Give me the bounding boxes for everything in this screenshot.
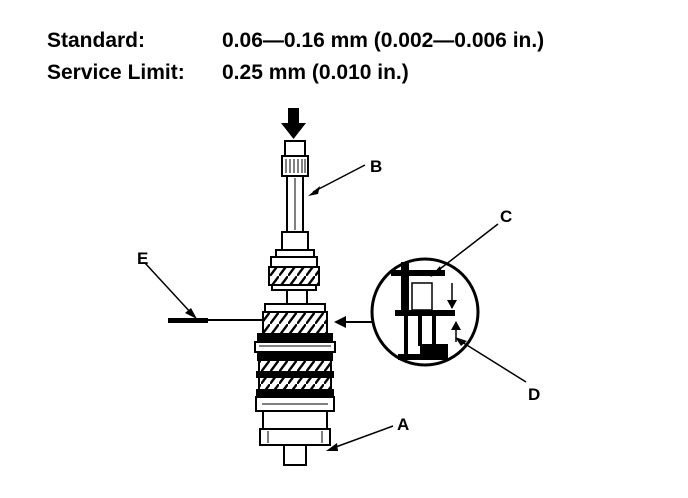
callout-a: A [397,415,409,434]
detail-view [370,257,480,367]
press-arrow [281,108,306,139]
small-gear [268,256,320,291]
callout-b: B [370,157,382,176]
shaft-neck [286,289,308,305]
callout-c: C [500,207,512,226]
service-limit-label: Service Limit: [47,61,185,84]
mainshaft [275,140,315,258]
gear-stack [254,303,336,412]
callout-e: E [137,249,148,268]
callout-arrowheads [308,186,467,451]
countershaft-base [259,410,331,466]
callout-d: D [528,385,540,404]
feeler-gauge [144,262,265,323]
standard-value: 0.06—0.16 mm (0.002—0.006 in.) [222,29,545,52]
detail-pointer [334,316,372,328]
standard-label: Standard: [47,29,146,52]
callout-leaders [312,164,527,449]
service-limit-value: 0.25 mm (0.010 in.) [222,61,409,84]
